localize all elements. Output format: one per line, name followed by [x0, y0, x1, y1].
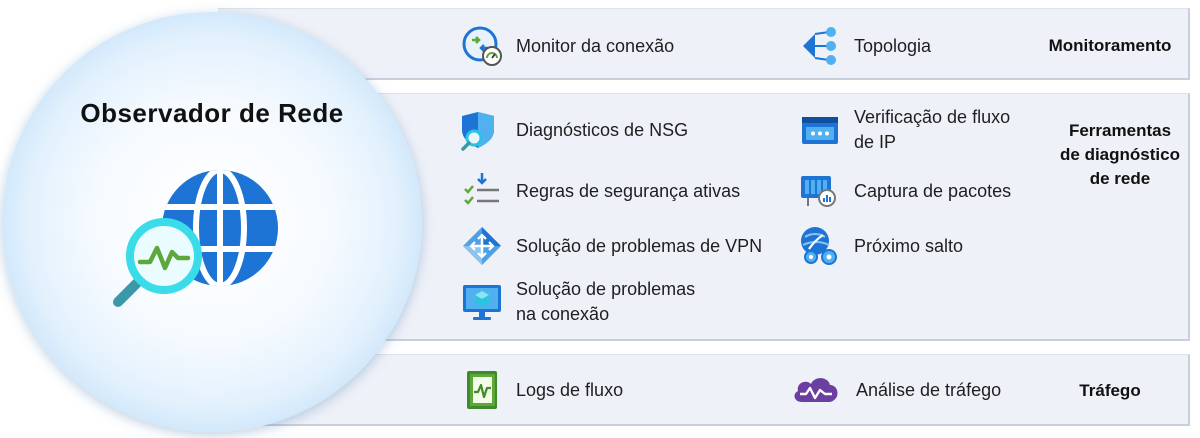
flow-logs-icon	[460, 368, 504, 412]
ip-flow-verify-label: Verificação de fluxo de IP	[854, 107, 1011, 152]
topology-item[interactable]: Topologia	[798, 24, 931, 68]
traffic-analytics-item[interactable]: Análise de tráfego	[790, 368, 1001, 412]
flow-logs-label: Logs de fluxo	[516, 379, 624, 400]
traffic-category-label: Tráfego	[1079, 381, 1141, 400]
packet-capture-label: Captura de pacotes	[854, 180, 1012, 201]
connection-monitor-icon	[460, 24, 504, 68]
traffic-analytics-icon	[790, 368, 842, 412]
traffic-band	[218, 354, 1190, 426]
ip-flow-verify-item[interactable]: Verificação de fluxo de IP	[798, 105, 1010, 155]
monitoring-category-label: Monitoramento	[1048, 36, 1172, 55]
security-rules-icon	[460, 169, 504, 213]
nsg-diagnostics-label: Diagnósticos de NSG	[516, 119, 689, 140]
network-watcher-circle: Observador de Rede	[2, 12, 422, 432]
connection-troubleshoot-icon	[460, 280, 504, 324]
nsg-diagnostics-item[interactable]: Diagnósticos de NSG	[460, 108, 688, 152]
connection-monitor-item[interactable]: Monitor da conexão	[460, 24, 674, 68]
connection-monitor-label: Monitor da conexão	[516, 35, 675, 56]
vpn-troubleshoot-label: Solução de problemas de VPN	[516, 235, 763, 256]
diagnostics-category-label: Ferramentas de diagnóstico de rede	[1060, 121, 1180, 188]
vpn-troubleshoot-item[interactable]: Solução de problemas de VPN	[460, 224, 762, 268]
nsg-diagnostics-icon	[460, 108, 504, 152]
vpn-troubleshoot-icon	[460, 224, 504, 268]
next-hop-label: Próximo salto	[854, 235, 964, 256]
packet-capture-icon	[798, 169, 842, 213]
topology-icon	[798, 24, 842, 68]
next-hop-item[interactable]: Próximo salto	[798, 224, 963, 268]
flow-logs-item[interactable]: Logs de fluxo	[460, 368, 623, 412]
hero-title: Observador de Rede	[80, 98, 344, 128]
traffic-analytics-label: Análise de tráfego	[856, 379, 1002, 400]
monitoring-band	[218, 8, 1190, 80]
ip-flow-verify-icon	[798, 108, 842, 152]
connection-troubleshoot-label: Solução de problemas na conexão	[516, 279, 696, 324]
packet-capture-item[interactable]: Captura de pacotes	[798, 169, 1011, 213]
security-rules-label: Regras de segurança ativas	[516, 180, 741, 201]
next-hop-icon	[798, 224, 842, 268]
network-watcher-icon	[113, 170, 278, 307]
topology-label: Topologia	[854, 35, 932, 56]
connection-troubleshoot-item[interactable]: Solução de problemas na conexão	[460, 277, 695, 327]
security-rules-item[interactable]: Regras de segurança ativas	[460, 169, 740, 213]
